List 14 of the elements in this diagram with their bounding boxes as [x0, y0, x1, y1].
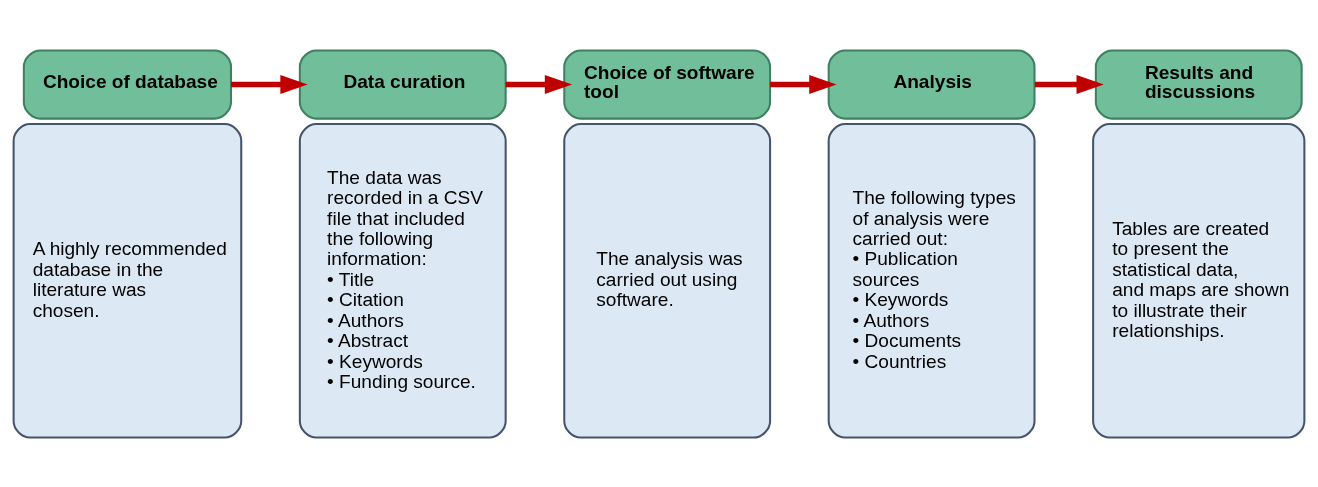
node-box: The data was recorded in a CSV file that included the following information: • Title • Citation • Authors • Abstract • Keywords • Funding source. [298, 122, 507, 439]
node-box: Choice of software tool [563, 48, 772, 120]
arrow [505, 74, 573, 94]
arrow [770, 74, 837, 94]
node-box: The following types of analysis were carried out: • Publication sources • Keywords • Authors • Documents • Countries [827, 122, 1036, 439]
node-box: Results and discussions [1094, 48, 1303, 120]
node-box: A highly recommended database in the literature was chosen. [12, 122, 243, 439]
arrow [1034, 74, 1104, 94]
node-box: Tables are created to present the statistical data, and maps are shown to illustrate their relationships. [1092, 122, 1306, 439]
node-box: Analysis [827, 48, 1036, 120]
node-box: Data curation [298, 48, 507, 120]
arrow [231, 74, 308, 94]
node-box: Choice of database [22, 48, 233, 120]
node-box: The analysis was carried out using software. [563, 122, 772, 439]
